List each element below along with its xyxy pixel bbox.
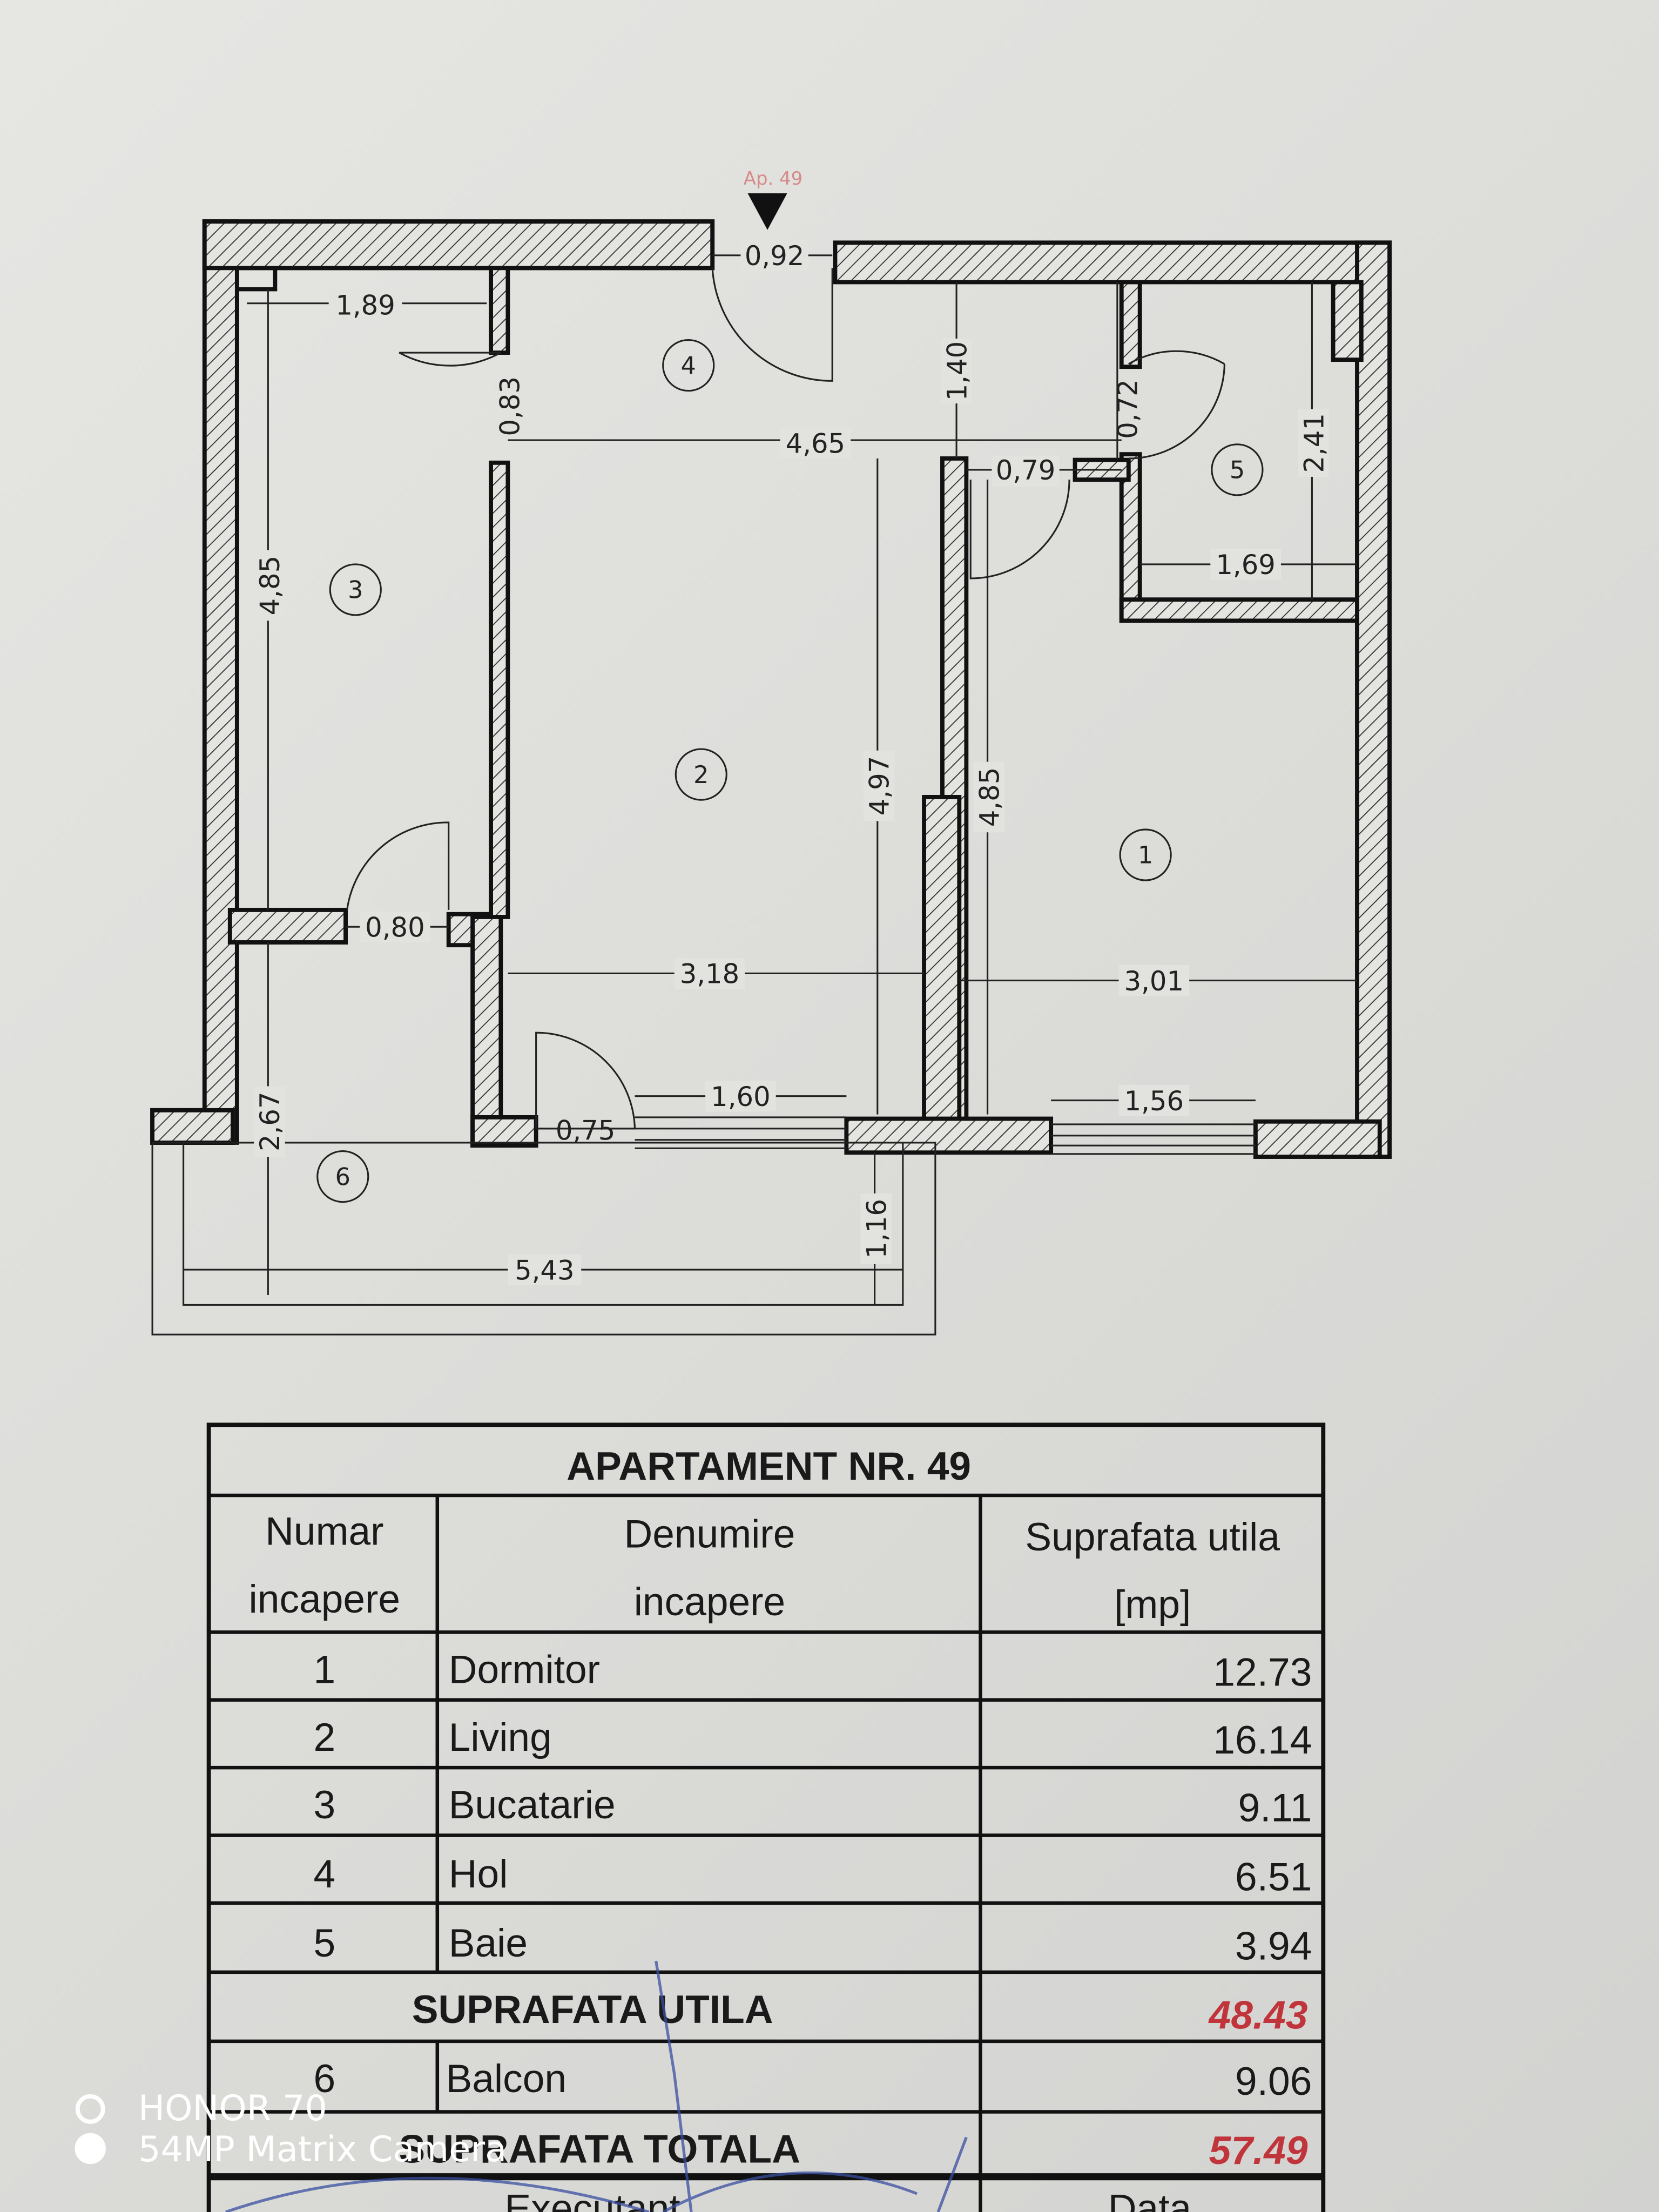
- cell-name: Baie: [449, 1921, 528, 1965]
- ring-icon: [75, 2094, 105, 2124]
- dim-label: 1,40: [941, 341, 973, 401]
- cell-name: Bucatarie: [449, 1783, 616, 1827]
- dim-label: 4,85: [974, 767, 1005, 827]
- dim-label: 2,41: [1298, 413, 1330, 473]
- dim-label: 0,72: [1112, 379, 1143, 439]
- camera-watermark: HONOR 70 54MP Matrix Camera: [75, 2088, 507, 2170]
- dim-label: 0,92: [745, 240, 805, 272]
- dim-label: 4,85: [254, 556, 286, 616]
- dot-icon: [75, 2133, 106, 2164]
- dim-label: 1,89: [335, 290, 395, 321]
- dimension-lines: [183, 254, 1357, 1305]
- room-number: 2: [693, 761, 709, 789]
- entrance-arrow-icon: [747, 193, 787, 230]
- entrance-label: Ap. 49: [744, 168, 803, 190]
- cell-nr: 3: [313, 1783, 335, 1827]
- dim-label: 0,83: [494, 376, 525, 436]
- column-header: Numar: [265, 1509, 383, 1553]
- doors-windows: [151, 268, 1256, 1336]
- total-area-label: SUPRAFATA TOTALA: [399, 2128, 800, 2171]
- cell-name: Dormitor: [449, 1648, 600, 1691]
- room-number: 4: [681, 352, 696, 380]
- cell-area: 12.73: [1213, 1651, 1312, 1695]
- dim-label: 4,65: [786, 428, 846, 460]
- cell-nr: 1: [313, 1648, 335, 1691]
- cell-nr: 4: [313, 1852, 335, 1896]
- total-area-value: 57.49: [1209, 2129, 1308, 2173]
- dim-label: 1,56: [1124, 1085, 1184, 1117]
- room-number: 6: [335, 1163, 350, 1191]
- cell-area: 9.06: [1235, 2060, 1312, 2103]
- dim-label: 3,18: [680, 959, 740, 990]
- cell-area: 16.14: [1213, 1718, 1312, 1762]
- table-row: 1 Dormitor 12.73: [313, 1648, 1312, 1694]
- table-title: APARTAMENT NR. 49: [567, 1445, 971, 1488]
- useful-area-value: 48.43: [1208, 1993, 1308, 2037]
- cell-name: Living: [449, 1716, 552, 1759]
- date-header: Data: [1108, 2187, 1192, 2212]
- column-header: Suprafata utila: [1025, 1515, 1280, 1559]
- dim-label: 2,67: [254, 1091, 286, 1151]
- column-header: incapere: [634, 1580, 786, 1624]
- dim-label: 0,75: [556, 1115, 616, 1147]
- dim-label: 0,80: [365, 912, 425, 943]
- table-row: 2 Living 16.14: [313, 1716, 1312, 1762]
- dim-label: 1,69: [1216, 549, 1276, 581]
- dim-label: 1,16: [861, 1199, 892, 1259]
- cell-area: 6.51: [1235, 1855, 1312, 1899]
- area-table: APARTAMENT NR. 49 Numar incapere Denumir…: [206, 1422, 1326, 2212]
- useful-area-label: SUPRAFATA UTILA: [412, 1988, 773, 2032]
- watermark-line1: HONOR 70: [138, 2088, 327, 2129]
- executant-header: Executant: [505, 2187, 680, 2212]
- dimension-labels: 0,92 1,89 0,83 4,65 1,40 0,72 0,79 2,41 …: [254, 240, 1330, 1286]
- walls: [150, 219, 1392, 1159]
- cell-name: Balcon: [446, 2057, 567, 2101]
- dim-label: 3,01: [1124, 966, 1184, 997]
- dim-label: 1,60: [711, 1081, 771, 1112]
- room-number: 5: [1230, 457, 1245, 484]
- column-header: [mp]: [1114, 1583, 1191, 1627]
- table-row: 6 Balcon 9.06: [313, 2057, 1312, 2103]
- cell-name: Hol: [449, 1852, 508, 1896]
- column-header: Denumire: [624, 1513, 795, 1556]
- room-number: 3: [348, 577, 363, 604]
- dim-label: 0,79: [996, 455, 1056, 486]
- cell-area: 3.94: [1235, 1924, 1312, 1968]
- room-markers: 1 2 3 4 5 6: [316, 339, 1264, 1203]
- column-header: incapere: [249, 1577, 401, 1621]
- dim-label: 4,97: [864, 756, 895, 816]
- cell-nr: 6: [313, 2057, 335, 2101]
- cell-area: 9.11: [1238, 1786, 1312, 1830]
- dim-label: 5,43: [515, 1255, 575, 1286]
- cell-nr: 5: [313, 1921, 335, 1965]
- signature-stamp: [225, 1960, 968, 2212]
- room-number: 1: [1138, 842, 1153, 869]
- watermark-line2: 54MP Matrix Camera: [138, 2129, 507, 2170]
- cell-nr: 2: [313, 1716, 335, 1759]
- table-row: 5 Baie 3.94: [313, 1921, 1312, 1968]
- table-row: 3 Bucatarie 9.11: [313, 1783, 1312, 1830]
- table-row: 4 Hol 6.51: [313, 1852, 1312, 1899]
